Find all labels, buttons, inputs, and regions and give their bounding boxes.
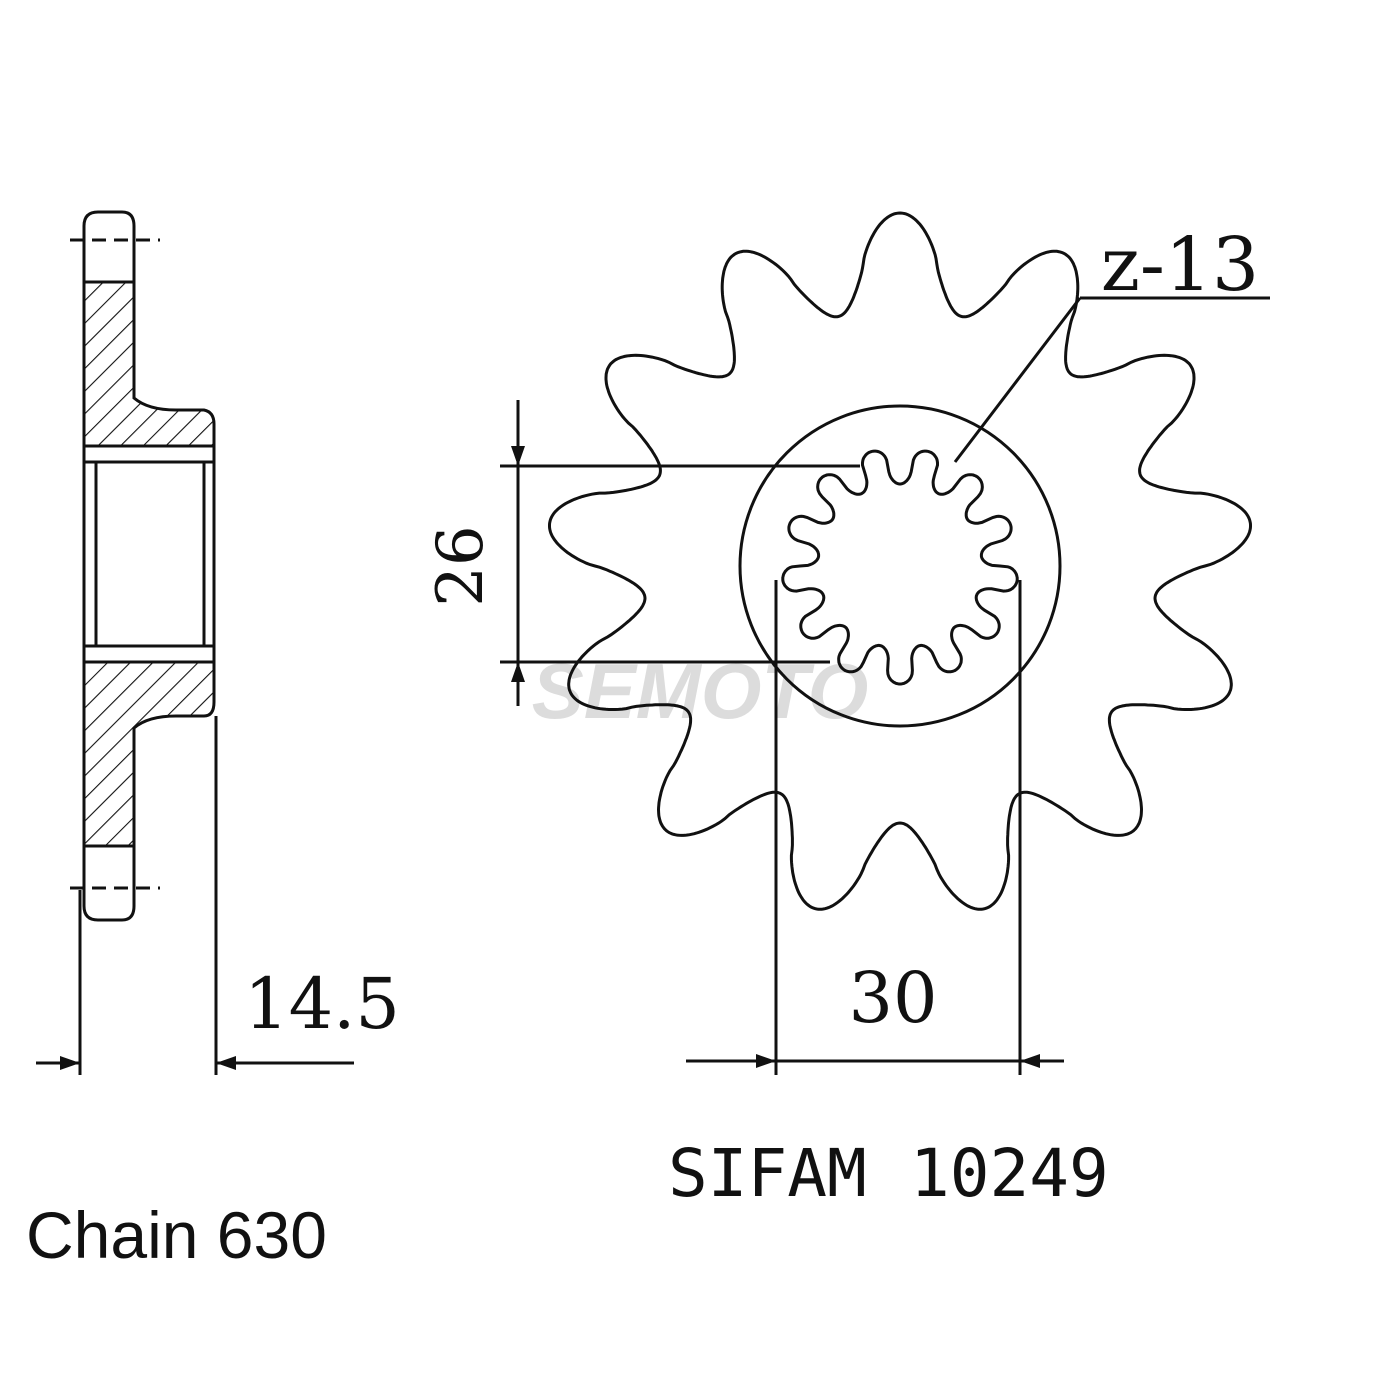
side-web-bottom [82,660,216,848]
hub-dimension-label: 26 [424,525,498,606]
teeth-count-label: z-13 [1101,222,1259,308]
side-view [36,210,354,1075]
chain-label: Chain 630 [26,1198,327,1272]
side-tooth-top [82,210,136,282]
watermark-text: SEMOTO [532,647,869,735]
teeth-leader-line [953,297,1082,463]
brand-label: SIFAM [668,1135,867,1212]
spline-bore [781,449,1019,686]
side-tooth-bottom [82,846,136,922]
side-bore [82,444,216,664]
side-web-top [82,280,216,448]
inner-dimension-label: 30 [848,957,937,1039]
front-view [500,211,1270,1075]
thickness-label: 14.5 [244,963,400,1045]
sprocket-outline [548,211,1252,911]
hub-circle [738,404,1062,728]
part-number-label: 10249 [910,1135,1109,1212]
